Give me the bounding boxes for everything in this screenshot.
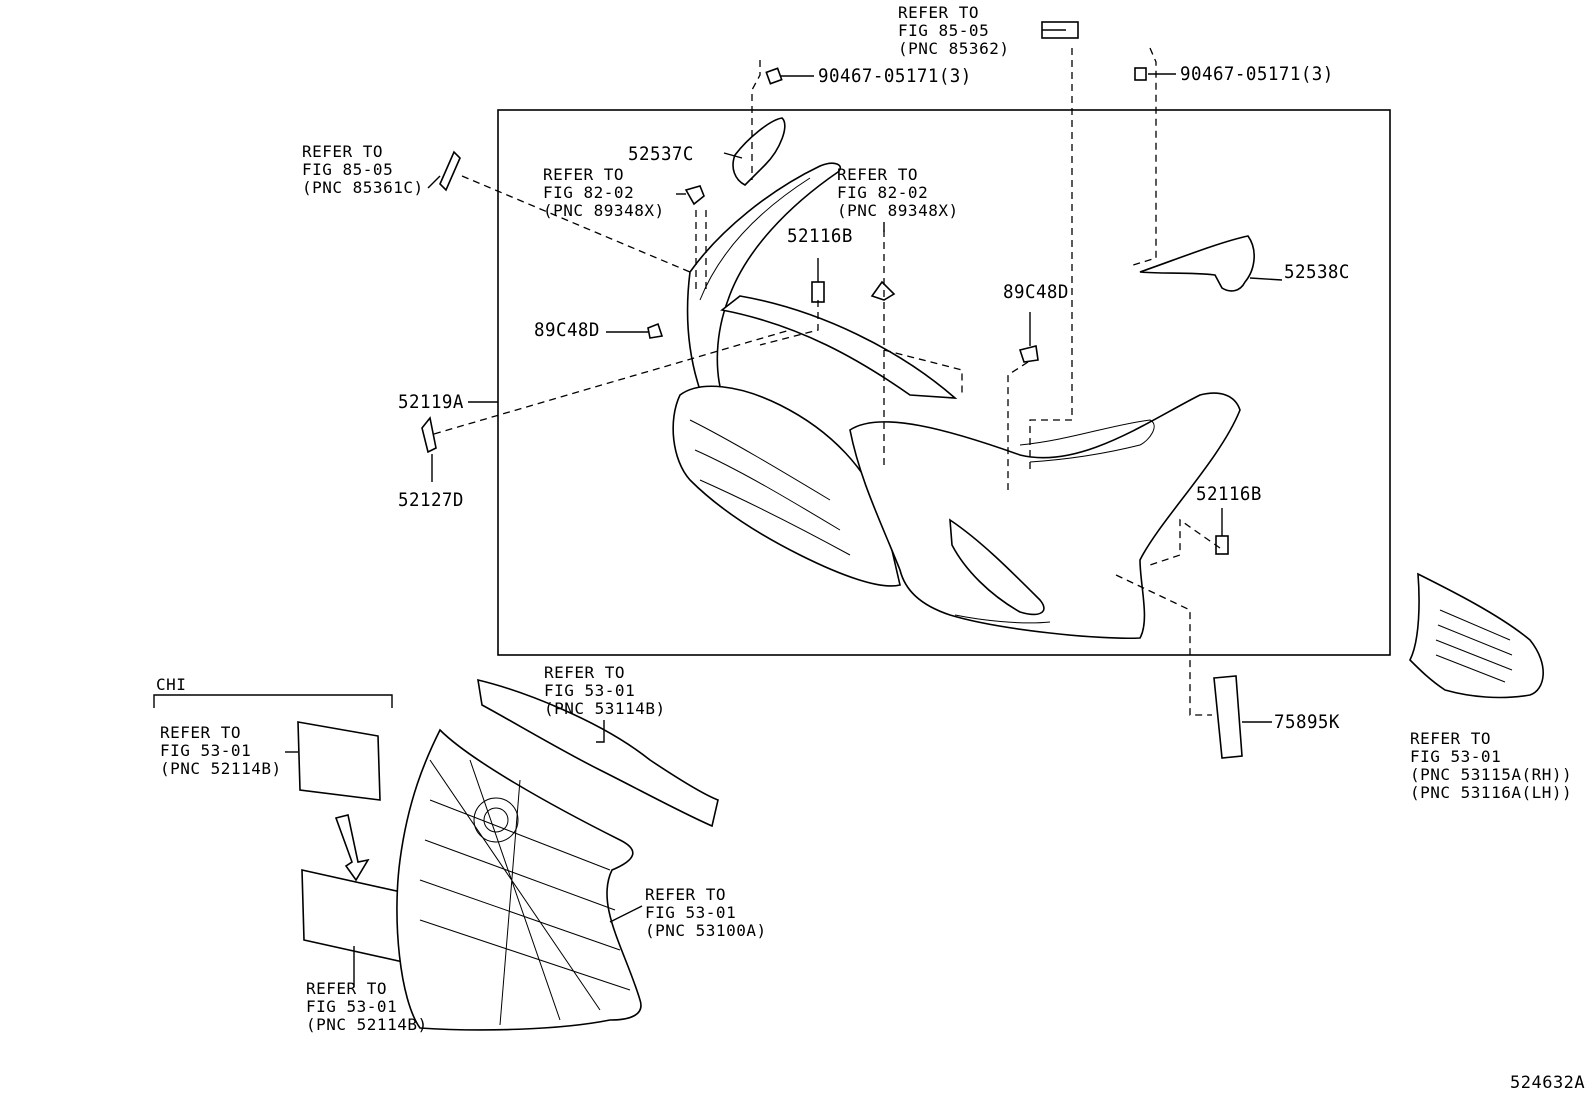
ref-line: FIG 85-05 — [302, 160, 394, 179]
ref-fig53-plate: REFER TO FIG 53-01 (PNC 52114B) — [306, 980, 428, 1034]
part-52119a-label: 52119A — [398, 391, 464, 413]
sensor-89348x-right — [870, 280, 896, 301]
ref-line: REFER TO — [1410, 729, 1492, 748]
clip-89c48d-left — [647, 322, 664, 339]
clip-89c48d-right — [1018, 345, 1039, 363]
ref-line: REFER TO — [898, 3, 980, 22]
ref-line: (PNC 52114B) — [160, 759, 282, 778]
ref-line: FIG 85-05 — [898, 21, 990, 40]
diagram-id: 524632A — [1510, 1073, 1586, 1093]
ref-line: REFER TO — [543, 165, 625, 184]
part-90467-top-label: 90467-05171(3) — [818, 65, 972, 87]
part-52116b-lower-label: 52116B — [1196, 483, 1262, 505]
ref-line: REFER TO — [306, 979, 388, 998]
part-89c48d-left-label: 89C48D — [534, 319, 600, 341]
ref-line: (PNC 53100A) — [645, 921, 767, 940]
ref-fig53-fog: REFER TO FIG 53-01 (PNC 53115A(RH)) (PNC… — [1410, 730, 1572, 802]
ref-fig53-plate-bracket: REFER TO FIG 53-01 (PNC 52114B) — [160, 724, 282, 778]
sensor-89348x-left — [684, 185, 705, 206]
part-52127d-label: 52127D — [398, 489, 464, 511]
ref-fig53-upper-grille: REFER TO FIG 53-01 (PNC 53114B) — [544, 664, 666, 718]
ref-line: (PNC 53114B) — [544, 699, 666, 718]
leader-lines — [427, 29, 1283, 723]
ref-fig82-right: REFER TO FIG 82-02 (PNC 89348X) — [837, 166, 959, 220]
stripe-75895k — [1213, 675, 1243, 759]
ref-fig85-top: REFER TO FIG 85-05 (PNC 85362) — [898, 4, 1009, 58]
part-75895k-label: 75895K — [1274, 711, 1340, 733]
fog-garnish — [1409, 572, 1544, 699]
chi-bracket — [153, 694, 393, 708]
grille-main — [396, 728, 642, 1031]
ref-line: FIG 53-01 — [160, 741, 252, 760]
install-arrow — [334, 814, 370, 882]
ref-line: REFER TO — [160, 723, 242, 742]
ref-fig53-grille: REFER TO FIG 53-01 (PNC 53100A) — [645, 886, 767, 940]
bracket-52127d — [421, 416, 437, 454]
ref-line: FIG 53-01 — [544, 681, 636, 700]
emblem-85361c — [439, 150, 461, 192]
ref-line: REFER TO — [544, 663, 626, 682]
part-52537c-label: 52537C — [628, 143, 694, 165]
grille-upper-piece — [477, 678, 719, 828]
ref-line: REFER TO — [302, 142, 384, 161]
clip-90467-top — [765, 67, 783, 85]
ref-line: (PNC 89348X) — [837, 201, 959, 220]
ref-fig82-left: REFER TO FIG 82-02 (PNC 89348X) — [543, 166, 665, 220]
ref-line: (PNC 53116A(LH)) — [1410, 783, 1573, 802]
ref-line: REFER TO — [837, 165, 919, 184]
ref-line: (PNC 85361C) — [302, 178, 424, 197]
part-52538c-label: 52538C — [1284, 261, 1350, 283]
plate-bracket-upper — [297, 721, 381, 801]
ref-line: FIG 82-02 — [837, 183, 929, 202]
ref-line: REFER TO — [645, 885, 727, 904]
part-90467-right-label: 90467-05171(3) — [1180, 63, 1334, 85]
bumper-frame — [497, 109, 1391, 656]
ref-fig85-left: REFER TO FIG 85-05 (PNC 85361C) — [302, 143, 424, 197]
ref-line: (PNC 85362) — [898, 39, 1010, 58]
clip-90467-right — [1134, 67, 1147, 81]
front-bumper-cover — [672, 162, 1241, 640]
ref-line: (PNC 89348X) — [543, 201, 665, 220]
part-52537c-shape — [732, 117, 786, 186]
part-89c48d-right-label: 89C48D — [1003, 281, 1069, 303]
part-52538c-shape — [1139, 235, 1255, 292]
ref-line: FIG 53-01 — [306, 997, 398, 1016]
ref-line: FIG 82-02 — [543, 183, 635, 202]
region-label-chi: CHI — [156, 675, 187, 694]
ref-line: (PNC 52114B) — [306, 1015, 428, 1034]
part-52116b-upper-label: 52116B — [787, 225, 853, 247]
ref-line: FIG 53-01 — [645, 903, 737, 922]
ref-line: (PNC 53115A(RH)) — [1410, 765, 1573, 784]
ref-line: FIG 53-01 — [1410, 747, 1502, 766]
